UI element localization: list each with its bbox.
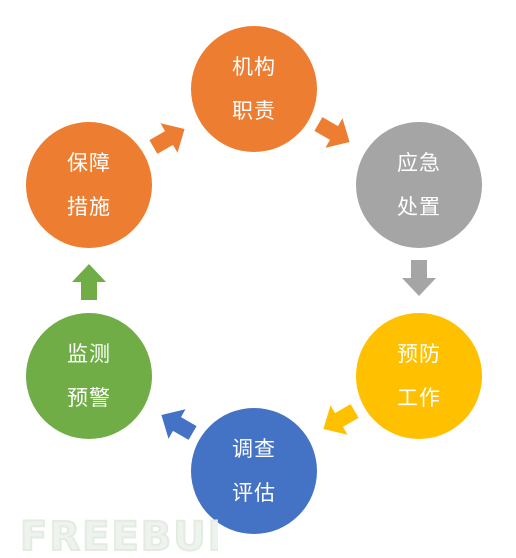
arrow-jigou-to-yingji-icon bbox=[307, 106, 362, 161]
node-jiance-line2: 预警 bbox=[67, 386, 111, 410]
node-baozhang-line2: 措施 bbox=[67, 195, 111, 219]
freebuf-watermark-logo: FREEBUF bbox=[18, 510, 218, 556]
node-yufang-line2: 工作 bbox=[397, 386, 441, 410]
node-jiance-yujing: 监测 预警 bbox=[26, 313, 152, 439]
node-jigou-zhize: 机构 职责 bbox=[191, 26, 317, 152]
node-jigou-line1: 机构 bbox=[232, 55, 276, 79]
node-baozhang-line1: 保障 bbox=[67, 151, 111, 175]
arrow-diaocha-to-jiance-icon bbox=[150, 397, 205, 452]
node-jiance-line1: 监测 bbox=[67, 342, 111, 366]
node-yingji-line1: 应急 bbox=[397, 151, 441, 175]
node-yufang-line1: 预防 bbox=[397, 342, 441, 366]
node-diaocha-line2: 评估 bbox=[232, 481, 276, 505]
node-yingji-line2: 处置 bbox=[397, 195, 441, 219]
arrow-yingji-to-yufang-icon bbox=[399, 258, 439, 298]
node-diaocha-pinggu: 调查 评估 bbox=[191, 408, 317, 534]
arrow-jiance-to-baozhang-icon bbox=[69, 262, 109, 302]
node-baozhang-cuoshi: 保障 措施 bbox=[26, 122, 152, 248]
node-jigou-line2: 职责 bbox=[232, 99, 276, 123]
node-diaocha-line1: 调查 bbox=[232, 437, 276, 461]
arrow-baozhang-to-jigou-icon bbox=[142, 111, 197, 166]
node-yingji-chuzhi: 应急 处置 bbox=[356, 122, 482, 248]
arrow-yufang-to-diaocha-icon bbox=[312, 393, 367, 448]
node-yufang-gongzuo: 预防 工作 bbox=[356, 313, 482, 439]
svg-text:FREEBUF: FREEBUF bbox=[20, 514, 218, 556]
